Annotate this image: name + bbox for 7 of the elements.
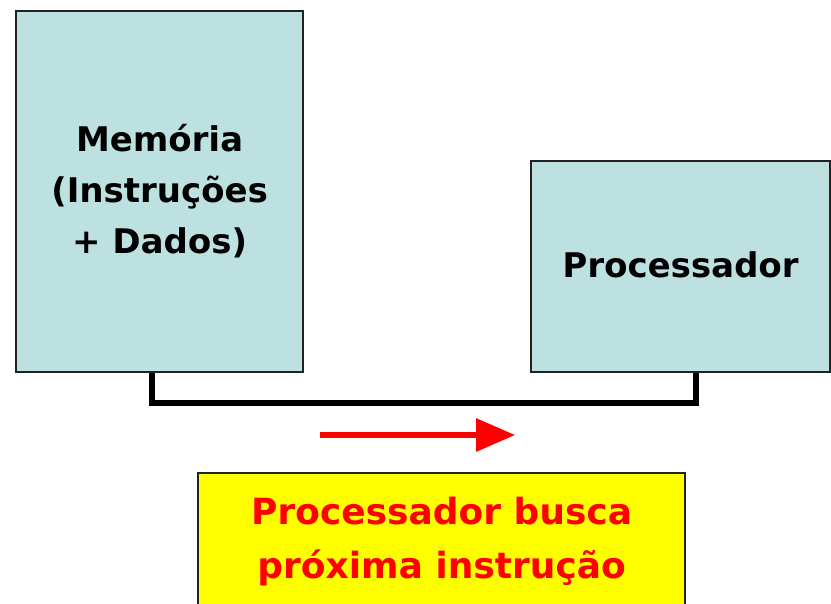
process-box — [197, 472, 686, 604]
node-label: Memória (Instruções + Dados) — [50, 119, 269, 264]
node-label: Processador — [562, 245, 799, 288]
bus-line — [149, 373, 699, 406]
process-box — [15, 10, 304, 373]
note-text: Processador busca próxima instrução — [250, 491, 634, 589]
process-box — [530, 160, 831, 373]
